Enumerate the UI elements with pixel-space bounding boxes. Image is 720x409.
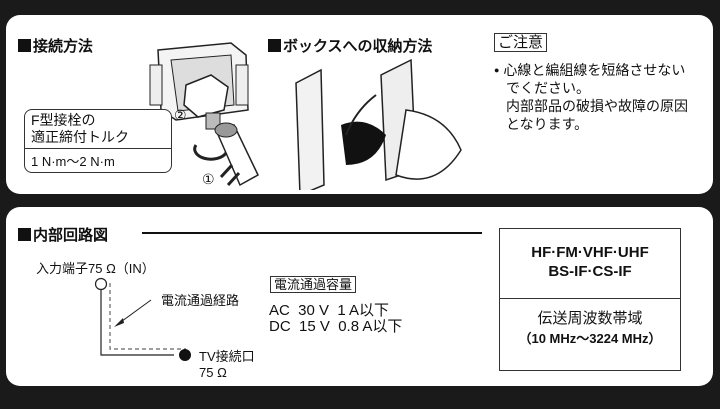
torque-label-line1: F型接栓の — [31, 112, 96, 128]
circuit-diagram — [94, 277, 191, 361]
freq-range: （10 MHz〜3224 MHz） — [518, 331, 662, 346]
box-storage-illustration — [295, 58, 462, 190]
storage-title: ボックスへの収納方法 — [283, 38, 433, 55]
tv-port-impedance: 75 Ω — [199, 365, 227, 380]
output-terminal-icon — [179, 349, 191, 361]
bands-line2: BS-IF·CS-IF — [548, 263, 632, 280]
caution-line: でください。 — [506, 80, 590, 96]
step-2-marker: ② — [174, 107, 187, 123]
capacity-heading: 電流通過容量 — [270, 276, 357, 293]
step-1-marker: ① — [202, 171, 215, 187]
caution-title: ご注意 — [494, 33, 548, 52]
caution-line: となります。 — [506, 116, 589, 132]
torque-value: 1 N·m〜2 N·m — [25, 148, 171, 172]
capacity-title: 電流通過容量 — [270, 276, 357, 293]
input-terminal-label: 入力端子75 Ω（IN） — [36, 261, 155, 276]
heading-rule — [142, 232, 482, 234]
connector-illustration — [149, 42, 259, 187]
caution-list: ● 心線と編組線を短絡させない でください。 内部部品の破損や故障の原因 となり… — [494, 61, 688, 133]
storage-heading: ボックスへの収納方法 — [268, 35, 433, 56]
torque-callout: F型接栓の適正締付トルク 1 N·m〜2 N·m — [24, 109, 172, 173]
capacity-dc: DC 15 V 0.8 A以下 — [269, 318, 403, 335]
circuit-heading: 内部回路図 — [18, 224, 108, 245]
caution-heading: ご注意 — [494, 33, 548, 52]
caution-line: 内部部品の破損や故障の原因 — [506, 98, 688, 114]
capacity-ac: AC 30 V 1 A以下 — [269, 302, 390, 319]
torque-label-line2: 適正締付トルク — [31, 129, 129, 145]
top-panel: 接続方法 ② ① F型接栓の適正締付トルク 1 N·m〜2 N·m ボックスへの… — [6, 15, 713, 194]
freq-title: 伝送周波数帯域 — [537, 310, 643, 327]
circuit-title: 内部回路図 — [33, 227, 109, 244]
bands-line1: HF·FM·VHF·UHF — [531, 244, 649, 261]
connection-heading: 接続方法 — [18, 35, 93, 56]
bottom-panel: 内部回路図 入力端子75 Ω（IN） 電流通過経路 TV接続口 75 Ω 電流通… — [6, 207, 713, 386]
spec-box: HF·FM·VHF·UHF BS-IF·CS-IF 伝送周波数帯域 （10 MHz〜… — [499, 228, 681, 371]
caution-line: 心線と編組線を短絡させない — [503, 62, 686, 78]
connection-title: 接続方法 — [33, 38, 94, 55]
tv-port-label: TV接続口 — [199, 349, 255, 364]
input-terminal-icon — [94, 277, 108, 291]
current-path-label: 電流通過経路 — [161, 293, 240, 308]
arrow-icon — [114, 318, 124, 327]
bullet-icon: ● — [494, 65, 500, 75]
